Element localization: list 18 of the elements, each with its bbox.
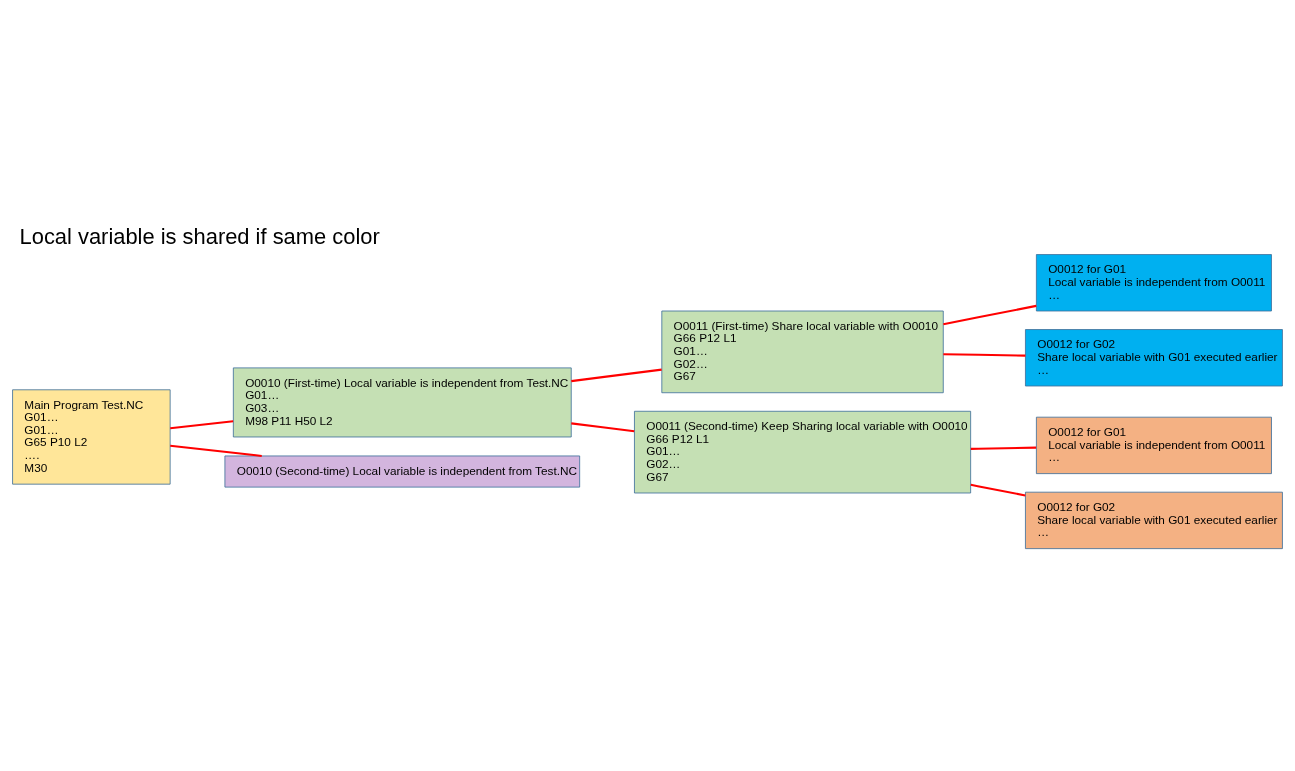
node-box: O0011 (First-time) Share local variable with O0010 G66 P12 L1 G01… G02… G67 (661, 310, 944, 393)
connector (170, 419, 234, 429)
connector (571, 421, 635, 432)
connector (170, 444, 262, 457)
diagram-title: Local variable is shared if same color (19, 223, 380, 249)
node-box: O0010 (First-time) Local variable is independent from Test.NC G01… G03… M98 P11 H50 L2 (232, 366, 572, 437)
connector (970, 446, 1037, 450)
node-box: Main Program Test.NC G01… G01… G65 P10 L2 …. M30 (12, 388, 171, 485)
node-box: O0010 (Second-time) Local variable is independent from Test.NC (224, 455, 581, 488)
node-box: O0012 for G02 Share local variable with G01 executed earlier … (1025, 491, 1283, 549)
connector (970, 483, 1026, 496)
node-box: O0011 (Second-time) Keep Sharing local variable with O0010 G66 P12 L1 G01… G02… G67 (634, 410, 972, 493)
node-box: O0012 for G01 Local variable is independent from O0011 … (1035, 416, 1272, 474)
node-box: O0012 for G01 Local variable is independent from O0011 … (1035, 253, 1272, 311)
connector (571, 368, 662, 382)
connector (943, 352, 1026, 357)
node-box: O0012 for G02 Share local variable with G01 executed earlier … (1025, 328, 1283, 386)
connector (943, 304, 1037, 325)
